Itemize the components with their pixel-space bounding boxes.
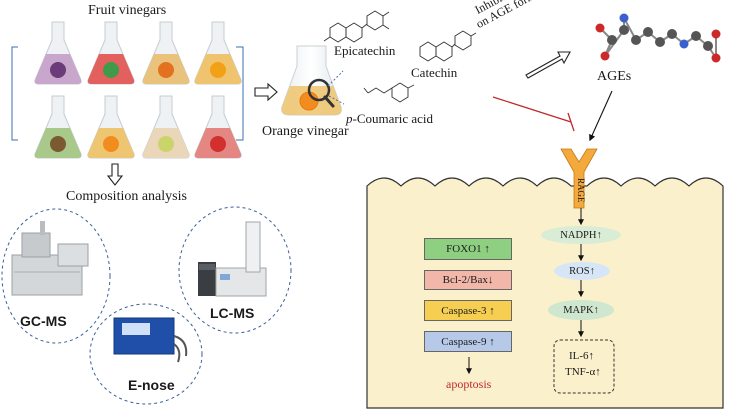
nadph-ellipse: NADPH↑ [541,226,621,244]
cell-membrane [366,177,724,409]
bcl2-bax-box: Bcl-2/Bax↓ [424,270,512,290]
orange-vinegar-label: Orange vinegar [262,124,349,139]
vinegar-flask [194,95,242,159]
cytokine-box [553,339,615,394]
kiwi-icon [50,136,66,152]
pear-icon [158,136,174,152]
watermelon-icon [103,62,119,78]
mango-icon [210,62,226,78]
enose-instrument-icon [113,317,188,363]
epicatechin-structure-icon [323,10,390,43]
catechin-label: Catechin [411,65,458,80]
vinegar-flask [142,21,190,85]
vinegar-flask [194,21,242,85]
vinegar-flask [142,95,190,159]
coumaric-rest: -Coumaric acid [352,111,434,126]
vinegar-flask [34,21,82,85]
rage-label: RAGE [576,178,586,203]
gcms-label: GC-MS [20,313,67,329]
vinegar-flask [87,21,135,85]
catechin-structure-icon [419,30,477,62]
age-molecule-icon [595,13,721,63]
persimmon-icon [158,62,174,78]
il6-label: IL-6↑ [569,350,595,362]
lcms-label: LC-MS [210,305,255,321]
gcms-instrument-icon [11,221,89,296]
hollow-arrow-right [254,82,278,102]
composition-analysis-label: Composition analysis [66,189,187,204]
gcms-circle [1,208,111,344]
apple-icon [210,136,226,152]
ros-ellipse: ROS↑ [554,262,610,280]
tnfa-label: TNF-α↑ [565,366,601,378]
coumaric-acid-structure-icon [363,82,415,103]
flask-bracket [11,46,244,141]
apoptosis-label: apoptosis [446,377,492,391]
foxo1-box: FOXO1 ↑ [424,238,512,260]
enose-label: E-nose [128,377,175,393]
vinegar-flask [87,95,135,159]
orange-vinegar-flask [281,45,345,116]
grape-icon [50,62,66,78]
rage-receptor-icon [560,148,598,209]
vinegar-flask [34,95,82,159]
caspase9-box: Caspase-9 ↑ [424,331,512,352]
orange-icon [103,136,119,152]
caspase3-box: Caspase-3 ↑ [424,300,512,321]
ages-label: AGEs [597,69,632,84]
inhibition-line [492,96,575,132]
hollow-arrow-down [106,163,124,186]
fruit-vinegars-label: Fruit vinegars [88,3,167,18]
lcms-circle [178,206,292,334]
ages-to-rage-arrow [589,90,613,142]
coumaric-acid-label: p-Coumaric acid [346,112,433,125]
flask-grid [34,21,242,159]
coumaric-prefix: p [346,111,353,126]
enose-circle [89,303,203,405]
mapk-ellipse: MAPK↑ [548,300,614,320]
hollow-arrow-diagonal [525,51,571,79]
epicatechin-label: Epicatechin [334,43,396,58]
lcms-instrument-icon [198,221,267,297]
magnifier-icon [307,78,331,102]
